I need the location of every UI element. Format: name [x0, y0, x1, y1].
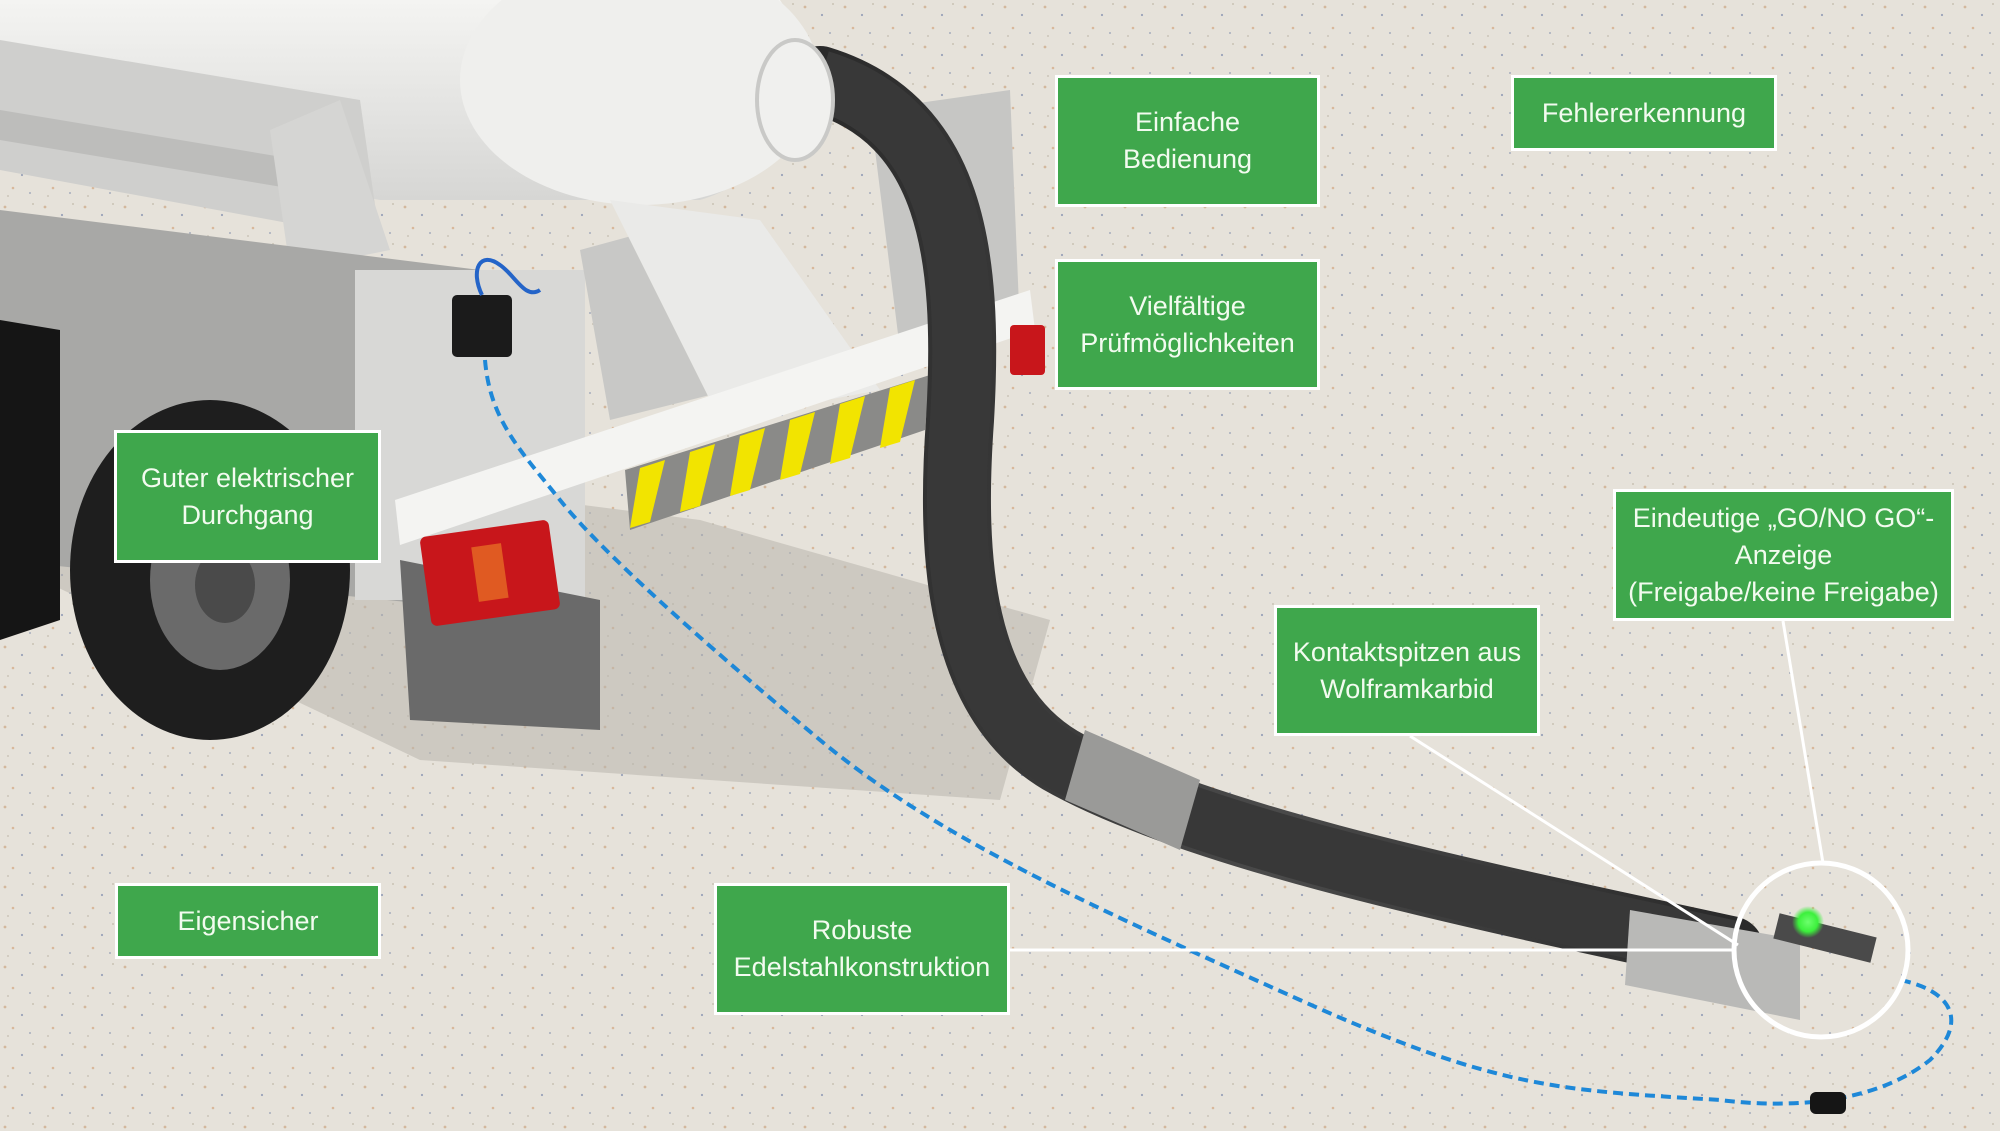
label-intrinsically-safe[interactable]: Eigensicher: [115, 883, 381, 959]
label-carbide-tips[interactable]: Kontaktspitzen aus Wolframkarbid: [1274, 605, 1540, 736]
hose-body: [810, 51, 1737, 980]
label-test-options-line1: Vielfältige: [1129, 290, 1246, 321]
truck-bumper: [395, 290, 1035, 545]
label-stainless[interactable]: Robuste Edelstahlkonstruktion: [714, 883, 1010, 1015]
hose-sleeve: [1065, 730, 1200, 850]
label-continuity-line2: Durchgang: [181, 499, 314, 530]
label-test-options[interactable]: Vielfältige Prüfmöglichkeiten: [1055, 259, 1320, 390]
label-ease-of-use[interactable]: Einfache Bedienung: [1055, 75, 1320, 207]
truck-walkway-rail: [0, 110, 360, 200]
label-intrinsically-safe-line1: Eigensicher: [177, 905, 319, 936]
tail-light-right: [1010, 325, 1045, 375]
label-stainless-line2: Edelstahlkonstruktion: [733, 952, 991, 982]
label-go-no-go-line2: Anzeige: [1734, 539, 1833, 570]
label-carbide-tips-line1: Kontaktspitzen aus: [1292, 636, 1522, 667]
stainless-probe-body: [1625, 910, 1800, 1020]
tank-end-cap: [460, 0, 820, 205]
label-stainless-line1: Robuste: [811, 915, 913, 945]
label-continuity[interactable]: Guter elektrischer Durchgang: [114, 430, 381, 563]
label-go-no-go-line1: Eindeutige „GO/NO GO“-: [1632, 502, 1935, 533]
label-test-options-line2: Prüfmöglichkeiten: [1080, 327, 1295, 358]
leader-line-carbide: [1409, 734, 1739, 947]
label-fault-detection[interactable]: Fehlererkennung: [1511, 75, 1777, 151]
label-go-no-go[interactable]: Eindeutige „GO/NO GO“- Anzeige (Freigabe…: [1613, 489, 1954, 621]
tester-short-cable: [474, 257, 542, 296]
tank-outlet-flange: [755, 38, 835, 162]
cable-connector: [1810, 1092, 1846, 1114]
truck-side-fin: [270, 100, 390, 270]
hazard-stripes: [625, 375, 930, 530]
label-ease-of-use-line2: Bedienung: [1122, 144, 1253, 174]
leader-line-go-no-go: [1781, 620, 1825, 864]
tail-light-left-amber: [471, 543, 509, 602]
truck-wheel-hub: [195, 547, 255, 623]
label-go-no-go-line3: (Freigabe/keine Freigabe): [1628, 576, 1939, 607]
label-fault-detection-line1: Fehlererkennung: [1541, 97, 1747, 128]
label-continuity-line1: Guter elektrischer: [140, 462, 355, 493]
go-indicator-led: [1792, 906, 1824, 938]
tester-unit: [452, 295, 512, 357]
label-carbide-tips-line2: Wolframkarbid: [1320, 673, 1494, 704]
label-ease-of-use-line1: Einfache: [1134, 107, 1241, 137]
truck-wheel-rear: [0, 320, 60, 640]
coil-cable: [483, 359, 1954, 1106]
